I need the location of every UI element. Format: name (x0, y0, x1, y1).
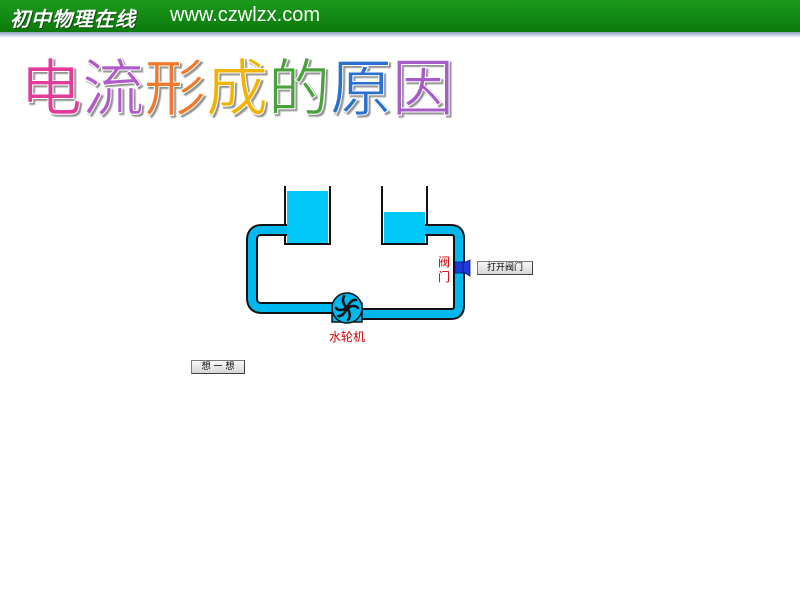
valve[interactable] (454, 259, 471, 277)
valve-label-line2: 门 (438, 269, 450, 284)
think-button[interactable]: 想 一 想 (191, 360, 245, 374)
title-char: 的 (268, 52, 330, 125)
right-tank (381, 186, 428, 245)
brand-logo-text: 初中物理在线 (10, 7, 136, 31)
page-title: 电流形成的原因 (20, 52, 455, 126)
title-char: 成 (206, 52, 268, 125)
turbine-label: 水轮机 (329, 330, 365, 344)
title-char: 流 (82, 52, 144, 125)
left-tank (284, 186, 331, 245)
title-char: 原 (330, 52, 392, 125)
valve-label-line1: 阀 (438, 255, 450, 269)
open-valve-button[interactable]: 打开阀门 (477, 261, 533, 275)
water-turbine (331, 292, 363, 324)
title-char: 电 (20, 52, 82, 125)
title-char: 形 (144, 52, 206, 125)
header-shadow (0, 32, 800, 38)
title-char: 因 (392, 52, 454, 125)
header-banner: 初中物理在线 www.czwlzx.com (0, 0, 800, 32)
site-url: www.czwlzx.com (170, 4, 321, 26)
